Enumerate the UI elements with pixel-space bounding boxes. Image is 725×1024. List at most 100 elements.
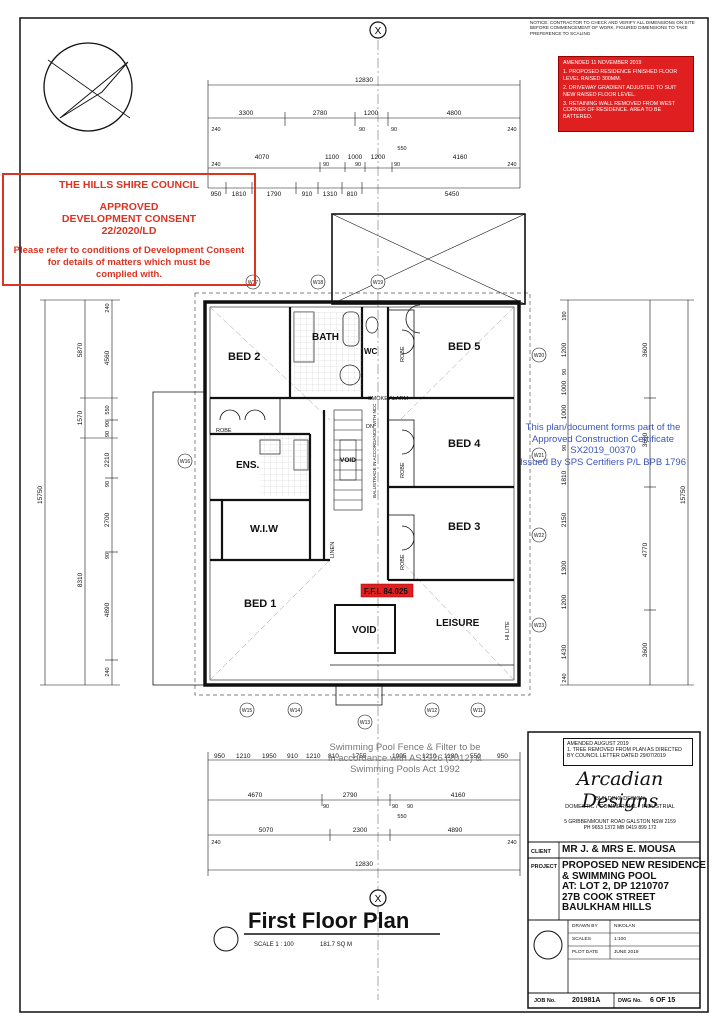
dim-right-i0: 190: [562, 311, 568, 320]
section-marker-bottom-label: X: [375, 894, 382, 905]
dim-right-i6: 1810: [561, 470, 568, 485]
dim-left-overall: 15750: [37, 486, 44, 504]
room-bed5: BED 5: [448, 341, 480, 353]
window-tag-w22: W22: [534, 533, 545, 539]
window-tag-w12: W12: [427, 708, 438, 714]
dim-left-i10: 240: [105, 667, 111, 676]
project-line-3: AT: LOT 2, DP 1210707: [562, 881, 669, 892]
council-note-3: complied with.: [96, 269, 162, 280]
drawn-label: DRAWN BY: [572, 924, 598, 929]
dim-bot-r1-2: 1950: [262, 753, 277, 760]
top-dimension-text: 12830 3300 2780 1200 4800 240 90 90 240 …: [211, 77, 517, 198]
window-tag-w23: W23: [534, 623, 545, 629]
dim-top-r2-4: 4160: [453, 154, 468, 161]
project-line-1: PROPOSED NEW RESIDENCE: [562, 860, 706, 871]
scales-value: 1:100: [614, 937, 627, 942]
dim-left-o2: 8310: [77, 572, 84, 587]
room-bed4: BED 4: [448, 438, 481, 450]
window-tag-w15: W15: [242, 708, 253, 714]
dim-bot-s2-0: 90: [323, 804, 329, 810]
project-line-4: 27B COOK STREET: [562, 891, 656, 903]
dim-top-r2-1: 1100: [325, 154, 339, 161]
dim-left-i8: 90: [105, 553, 111, 559]
floor-plan: [152, 213, 531, 706]
dim-top-s1-3: 240: [507, 127, 516, 133]
dim-top-s1-0: 240: [211, 127, 220, 133]
plot-value: JUNE 2019: [614, 950, 639, 955]
top-dimension-lines: [207, 80, 521, 194]
dim-right-o1: 3600: [642, 432, 649, 447]
council-ref: 22/2020/LD: [101, 225, 157, 237]
room-void-lower: VOID: [352, 625, 376, 636]
dim-right-o0: 3600: [642, 342, 649, 357]
dim-bot-s2-1: 90: [392, 804, 398, 810]
robe-label-3: ROBE: [400, 462, 406, 478]
dim-top-r3-2: 1790: [267, 191, 282, 198]
title-block: [527, 731, 701, 1009]
dwg-number: 6 OF 15: [650, 997, 676, 1004]
firm-line-2: DOMESTIC / COMMERCIAL / INDUSTRIAL: [565, 804, 675, 810]
dim-bot-overall: 12830: [355, 861, 373, 868]
dim-bot-r1-3: 910: [287, 753, 298, 760]
council-name: THE HILLS SHIRE COUNCIL: [58, 179, 199, 191]
dim-bot-550: 550: [397, 814, 406, 820]
dim-top-r2-2: 1000: [348, 154, 363, 161]
amendment-black-box: AMENDED AUGUST 2019 1. TREE REMOVED FROM…: [563, 738, 693, 766]
council-approval-stamp: THE HILLS SHIRE COUNCIL APPROVED DEVELOP…: [2, 173, 256, 286]
council-note-1: Please refer to conditions of Developmen…: [13, 245, 245, 256]
dim-left-i4: 90: [105, 431, 111, 437]
job-number: 201981A: [572, 997, 601, 1004]
drawn-value: NIKOLAN: [614, 924, 636, 929]
dim-right-overall: 15750: [680, 486, 687, 504]
dim-right-i3: 1000: [561, 380, 568, 395]
amendment-black-title: AMENDED AUGUST 2019: [567, 741, 629, 747]
dim-top-r3-6: 5450: [445, 191, 460, 198]
dim-bot-r1-1: 1210: [236, 753, 251, 760]
dim-right-o2: 4770: [642, 542, 649, 557]
dim-bot-r1-7: 1095: [392, 753, 407, 760]
amendment-red-box: AMENDED 11 NOVEMBER 2019 1. PROPOSED RES…: [558, 56, 694, 132]
dim-top-r1-0: 3300: [239, 110, 254, 117]
job-label: JOB No.: [534, 998, 556, 1004]
amendment-red-item-2: 2. DRIVEWAY GRADIENT ADJUSTED TO SUIT NE…: [563, 85, 677, 98]
dim-top-s2-2: 90: [355, 162, 361, 168]
firm-details: BUILDING DESIGN DOMESTIC / COMMERCIAL / …: [530, 795, 710, 831]
window-tag-w19: W19: [373, 280, 384, 286]
dim-right-i10: 1430: [561, 644, 568, 659]
amendment-red-title: AMENDED 11 NOVEMBER 2019: [563, 60, 642, 66]
client-label: CLIENT: [531, 849, 551, 855]
window-tag-w21: W21: [534, 453, 545, 459]
dim-left-i3: 90: [105, 421, 111, 427]
room-bath: BATH: [312, 332, 339, 343]
dim-left-i6: 90: [105, 481, 111, 487]
window-tags: [177, 274, 547, 730]
window-tag-labels: W18 W19 W17 W16 W20 W21 W22 W23 W15 W14 …: [180, 280, 545, 726]
dim-bot-r1-5: 810: [328, 753, 339, 760]
room-wiw: W.I.W: [250, 523, 278, 535]
window-tag-w14: W14: [290, 708, 301, 714]
firm-address: 5 GRIBBENMOUNT ROAD GALSTON NSW 2159: [564, 819, 676, 825]
dim-bot-r1-8: 1210: [422, 753, 437, 760]
robe-label-2: ROBE: [400, 346, 406, 362]
dim-right-i11: 240: [562, 673, 568, 682]
dim-right-i1: 1200: [561, 342, 568, 357]
hilite-label: HI LITE: [505, 621, 511, 640]
bottom-dimension-lines: [207, 752, 521, 876]
dim-top-r1-2: 1200: [364, 110, 379, 117]
dim-right-i7: 2150: [561, 512, 568, 527]
window-tag-w17: W17: [248, 280, 259, 286]
firm-line-1: BUILDING DESIGN: [595, 796, 645, 802]
dim-bot-r3-1: 2300: [353, 827, 368, 834]
dim-top-r3-4: 1310: [323, 191, 338, 198]
dim-bot-r2-0: 4670: [248, 792, 263, 799]
dwg-label: DWG No.: [618, 998, 642, 1004]
project-details: PROPOSED NEW RESIDENCE & SWIMMING POOL A…: [562, 860, 706, 914]
pool-note-1: Swimming Pool Fence & Filter to be: [329, 742, 481, 753]
right-dimension-text: 15750 3600 3600 4770 3600 190 1200 90 10…: [561, 311, 687, 682]
room-leisure: LEISURE: [436, 618, 480, 629]
plan-title: First Floor Plan: [248, 908, 410, 933]
dim-bot-r1-0: 950: [214, 753, 225, 760]
smoke-alarm-label: SMOKE ALARM: [368, 396, 408, 402]
scales-label: SCALES: [572, 937, 591, 942]
